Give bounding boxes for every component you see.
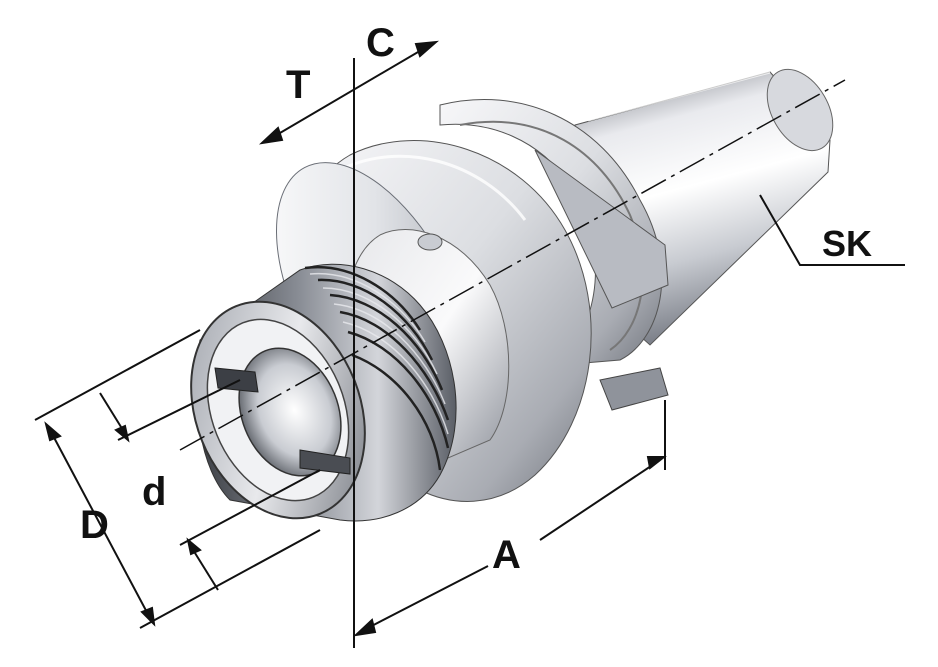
label-SK: SK xyxy=(822,223,872,264)
slot-right xyxy=(299,449,351,475)
label-C: C xyxy=(366,21,395,65)
drive-collar xyxy=(439,98,669,411)
label-A: A xyxy=(492,533,521,577)
dimension-A xyxy=(352,400,667,637)
label-T: T xyxy=(286,63,310,107)
label-D: D xyxy=(80,503,109,547)
front-face xyxy=(190,300,366,520)
dimension-D xyxy=(34,329,321,629)
label-d: d xyxy=(142,470,166,514)
tc-direction-arrow xyxy=(258,40,440,145)
sk-leader xyxy=(759,194,905,266)
dimension-d xyxy=(99,379,321,591)
center-axis xyxy=(179,79,846,451)
drive-hole xyxy=(417,233,443,251)
